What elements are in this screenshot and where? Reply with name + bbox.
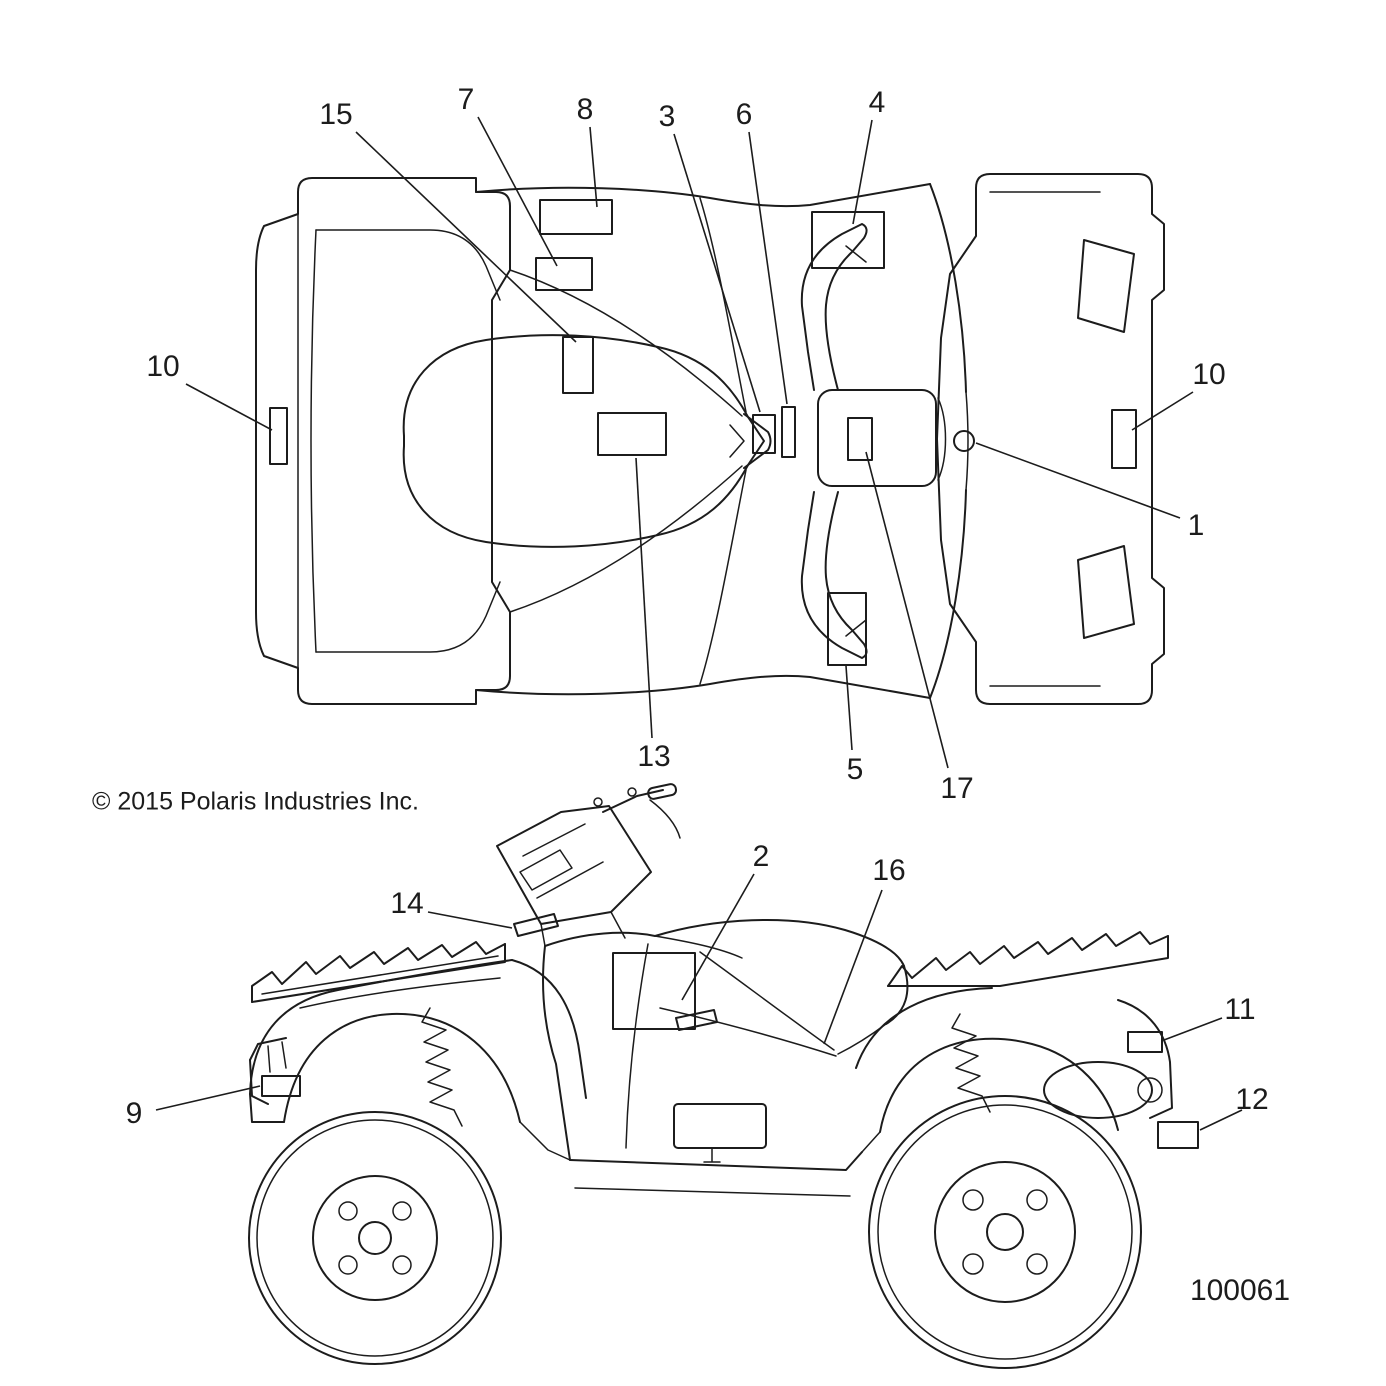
callout-10-left: 10 [146, 350, 179, 383]
callout-10-right: 10 [1192, 358, 1225, 391]
callout-14: 14 [390, 887, 423, 920]
leader-line-15 [355, 131, 577, 343]
callout-15: 15 [319, 98, 352, 131]
leader-line-17 [865, 451, 949, 769]
callout-3: 3 [659, 100, 676, 133]
decal-3-marker [752, 414, 776, 454]
leader-line-2 [681, 873, 755, 1001]
callout-8: 8 [577, 93, 594, 126]
decal-17-marker [847, 417, 873, 461]
leader-line-9 [155, 1085, 261, 1111]
decal-12-marker [1157, 1121, 1199, 1149]
atv-side-view [248, 783, 1173, 1369]
decal-2-marker [612, 952, 696, 1030]
callout-leader-lines [155, 116, 1243, 1131]
leader-line-13 [635, 457, 653, 739]
callout-labels: 15 7 8 3 6 4 10 10 1 13 5 17 2 16 14 11 … [126, 83, 1269, 1130]
leader-line-10-right [1131, 391, 1194, 431]
callout-1: 1 [1188, 509, 1205, 542]
leader-line-8 [589, 126, 598, 208]
decal-markers-side-view [261, 913, 1199, 1149]
decal-4-marker [811, 211, 885, 269]
leader-line-7 [477, 116, 558, 267]
leader-line-1 [975, 442, 1181, 519]
decal-6-marker [781, 406, 796, 458]
decal-9-marker [261, 1075, 301, 1097]
leader-line-11 [1163, 1017, 1223, 1041]
decal-15-marker [562, 336, 594, 394]
decal-11-marker [1127, 1031, 1163, 1053]
callout-9: 9 [126, 1097, 143, 1130]
decal-8-marker [539, 199, 613, 235]
callout-5: 5 [847, 753, 864, 786]
decal-markers-top-view [269, 199, 1137, 666]
decal-13-marker [597, 412, 667, 456]
leader-line-14 [427, 911, 513, 929]
leader-line-5 [845, 665, 853, 751]
leader-line-16 [823, 889, 883, 1045]
callout-17: 17 [940, 772, 973, 805]
callout-6: 6 [736, 98, 753, 131]
decal-14-marker [513, 913, 559, 937]
callout-12: 12 [1235, 1083, 1268, 1116]
leader-line-12 [1199, 1109, 1243, 1131]
callout-7: 7 [458, 83, 475, 116]
callout-16: 16 [872, 854, 905, 887]
decal-seat-side-marker [675, 1009, 718, 1031]
leader-line-10-left [185, 383, 273, 431]
decal-10-left-marker [269, 407, 288, 465]
part-number: 100061 [1190, 1274, 1290, 1307]
decal-1-marker [953, 430, 975, 452]
decal-10-right-marker [1111, 409, 1137, 469]
atv-top-view [255, 173, 1165, 705]
leader-line-3 [673, 133, 761, 413]
decal-5-marker [827, 592, 867, 666]
callout-2: 2 [753, 840, 770, 873]
callout-11: 11 [1224, 993, 1255, 1026]
leader-line-4 [852, 119, 873, 225]
callout-13: 13 [637, 740, 670, 773]
decal-7-marker [535, 257, 593, 291]
leader-line-6 [748, 131, 788, 405]
callout-4: 4 [869, 86, 886, 119]
copyright-notice: © 2015 Polaris Industries Inc. [92, 788, 419, 816]
